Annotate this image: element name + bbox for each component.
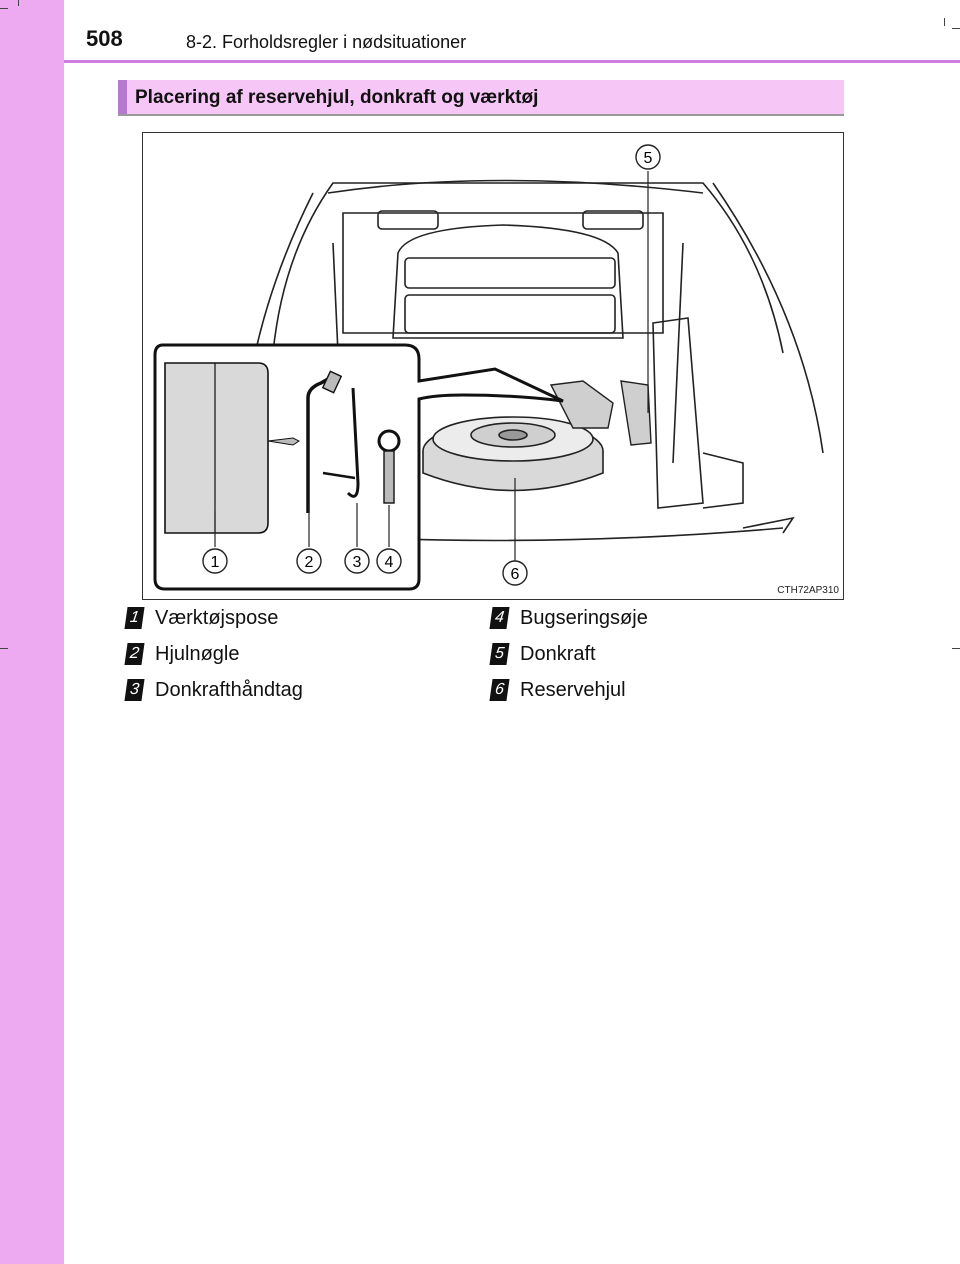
section-heading: Placering af reservehjul, donkraft og væ…: [118, 80, 844, 116]
callout-4: 4: [376, 548, 402, 574]
header-rule: [64, 60, 960, 63]
figure-code: CTH72AP310: [777, 585, 839, 596]
callout-4-label: 4: [385, 554, 394, 571]
callout-2-label: 2: [305, 554, 314, 571]
legend-label: Donkrafthåndtag: [155, 678, 303, 701]
legend-item: 1 Værktøjspose: [124, 603, 279, 633]
trunk-illustration: 1 2 3 4 5 6 CTH72AP310: [142, 132, 844, 600]
legend-number: 2: [124, 643, 145, 665]
legend-label: Reservehjul: [520, 678, 626, 701]
crop-mark: [18, 0, 19, 6]
legend-item: 5 Donkraft: [489, 639, 596, 669]
legend-label: Donkraft: [520, 642, 596, 665]
heading-text: Placering af reservehjul, donkraft og væ…: [135, 87, 539, 108]
crop-mark: [952, 28, 960, 29]
callout-6-label: 6: [511, 566, 520, 583]
legend-label: Værktøjspose: [155, 606, 279, 629]
callout-5: 5: [635, 144, 661, 170]
legend-item: 2 Hjulnøgle: [124, 639, 240, 669]
legend-number: 1: [124, 607, 145, 629]
callout-1-label: 1: [211, 554, 220, 571]
legend-item: 3 Donkrafthåndtag: [124, 675, 303, 705]
callout-2: 2: [296, 548, 322, 574]
crop-mark: [0, 8, 8, 9]
crop-mark: [0, 648, 8, 649]
heading-accent: [118, 80, 127, 114]
callout-1: 1: [202, 548, 228, 574]
trunk-drawing: 1 2 3 4 5 6: [153, 144, 824, 591]
callout-6: 6: [502, 560, 528, 586]
legend-number: 6: [489, 679, 510, 701]
callout-5-label: 5: [644, 150, 653, 167]
legend-number: 4: [489, 607, 510, 629]
crop-mark: [944, 18, 945, 26]
callout-3-label: 3: [353, 554, 362, 571]
page-number: 508: [86, 26, 123, 51]
crop-mark: [952, 648, 960, 649]
legend-item: 6 Reservehjul: [489, 675, 626, 705]
page-sidebar: [0, 0, 64, 1264]
legend-number: 3: [124, 679, 145, 701]
legend-item: 4 Bugseringsøje: [489, 603, 648, 633]
legend-label: Hjulnøgle: [155, 642, 240, 665]
legend-label: Bugseringsøje: [520, 606, 648, 629]
legend-number: 5: [489, 643, 510, 665]
section-title: 8-2. Forholdsregler i nødsituationer: [186, 32, 467, 52]
callout-3: 3: [344, 548, 370, 574]
